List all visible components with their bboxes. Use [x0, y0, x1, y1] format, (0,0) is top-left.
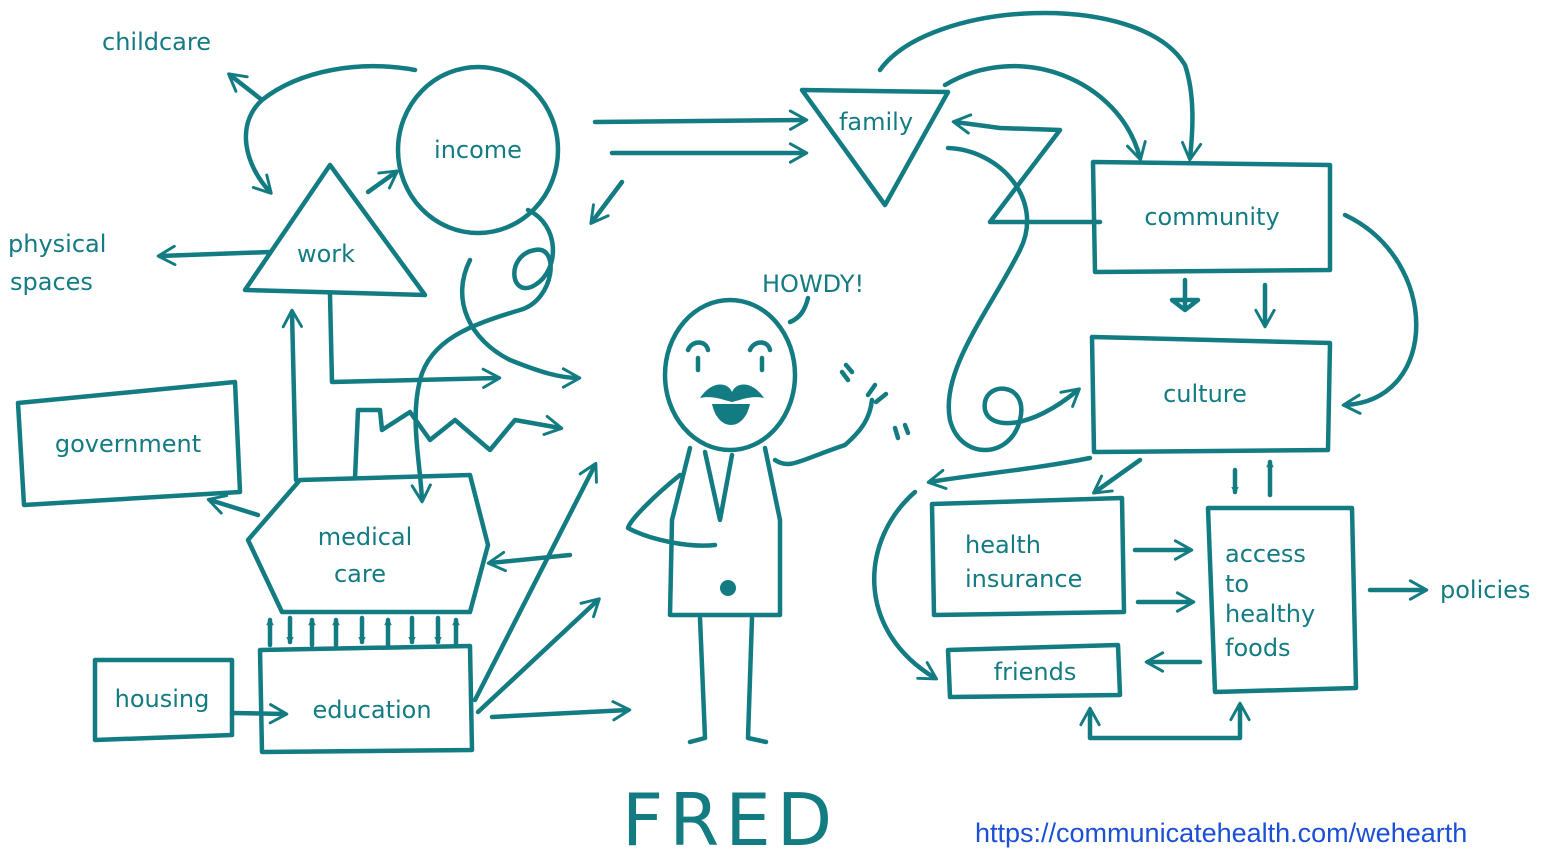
culture-left-arrow — [926, 455, 1093, 490]
howdy-speech: HOWDY! — [762, 270, 864, 298]
medical-education-arrows — [270, 615, 456, 648]
work-income-arrow — [365, 169, 399, 195]
fred-mustache — [700, 384, 764, 402]
family-culture-swirl — [945, 145, 1081, 453]
income-node — [395, 64, 561, 236]
family-label: family — [839, 108, 913, 136]
medical-zigzag-arrow — [352, 407, 564, 481]
fred-wave-marks — [839, 362, 855, 383]
culture-health-arrow — [1092, 457, 1143, 495]
work-physical-arrow — [156, 244, 273, 267]
culture-node — [1089, 334, 1333, 455]
fred-body — [667, 445, 783, 618]
family-fred-arrow — [589, 179, 625, 225]
education-label: education — [312, 696, 431, 724]
health-insurance-label-2: insurance — [965, 565, 1082, 593]
medical-care-node — [245, 472, 491, 615]
housing-node — [92, 657, 235, 743]
income-fred-arrow — [459, 257, 582, 389]
access-label-2: to — [1225, 570, 1249, 598]
fred-right-leg — [745, 615, 769, 745]
access-label-3: healthy — [1225, 600, 1315, 628]
education-node — [257, 643, 475, 755]
fred-character: HOWDY! — [625, 270, 911, 745]
childcare-label: childcare — [102, 28, 211, 56]
source-url-link[interactable]: https://communicatehealth.com/wehearth — [975, 818, 1468, 848]
fred-medical-arrow — [486, 550, 573, 573]
income-family-arrow-1 — [592, 109, 809, 131]
fred-collar — [702, 449, 735, 523]
income-swirl-arrow — [410, 207, 556, 504]
education-fred-arrow-3 — [489, 700, 632, 722]
physical-spaces-label-1: physical — [8, 230, 106, 258]
access-label-1: access — [1225, 540, 1306, 568]
education-fred-arrow-1 — [472, 461, 598, 703]
work-fred-arrow — [327, 292, 502, 389]
government-label: government — [55, 430, 201, 458]
friends-node — [945, 642, 1123, 700]
fred-wave-marks-2 — [892, 422, 911, 441]
government-node — [15, 379, 243, 508]
community-culture-arc — [1341, 212, 1419, 415]
friends-label: friends — [994, 658, 1077, 686]
physical-spaces-label-2: spaces — [10, 268, 93, 296]
policies-label: policies — [1440, 576, 1530, 604]
housing-education-arrow — [229, 703, 289, 725]
fred-right-arm — [772, 397, 875, 467]
family-node — [799, 87, 951, 208]
fred-name-label: FRED — [622, 778, 838, 851]
family-community-arc-1 — [877, 10, 1203, 162]
childcare-arrow — [227, 72, 265, 103]
fred-left-arm — [625, 472, 718, 548]
fred-left-leg — [687, 615, 708, 745]
medical-care-label-1: medical — [318, 523, 413, 551]
health-insurance-label-1: health — [965, 531, 1041, 559]
community-label: community — [1144, 203, 1279, 231]
work-label: work — [297, 240, 355, 268]
fred-right-eyebrow — [747, 340, 773, 353]
medical-government-arrow — [206, 494, 261, 518]
medical-care-label-2: care — [334, 560, 386, 588]
housing-label: housing — [115, 685, 210, 713]
culture-friends-arc — [871, 489, 939, 681]
access-healthy-foods-node — [1205, 505, 1359, 695]
fred-mouth — [712, 404, 750, 425]
family-community-arc-2 — [942, 63, 1147, 162]
income-label: income — [434, 136, 522, 164]
culture-label: culture — [1163, 380, 1247, 408]
work-node — [242, 162, 428, 298]
friends-access-loop — [1079, 701, 1251, 741]
education-fred-arrow-2 — [475, 597, 601, 715]
speech-tail — [787, 295, 811, 325]
fred-head — [662, 297, 798, 453]
health-insurance-node — [929, 495, 1127, 618]
childcare-work-arrow — [243, 64, 418, 195]
community-node — [1090, 159, 1333, 275]
fred-wave-hand — [865, 382, 889, 405]
fred-left-eyebrow — [685, 340, 711, 353]
access-label-4: foods — [1225, 634, 1291, 662]
fred-button — [720, 580, 736, 596]
medical-work-arrow — [281, 308, 303, 483]
community-culture-hollow-arrow — [1169, 277, 1201, 313]
